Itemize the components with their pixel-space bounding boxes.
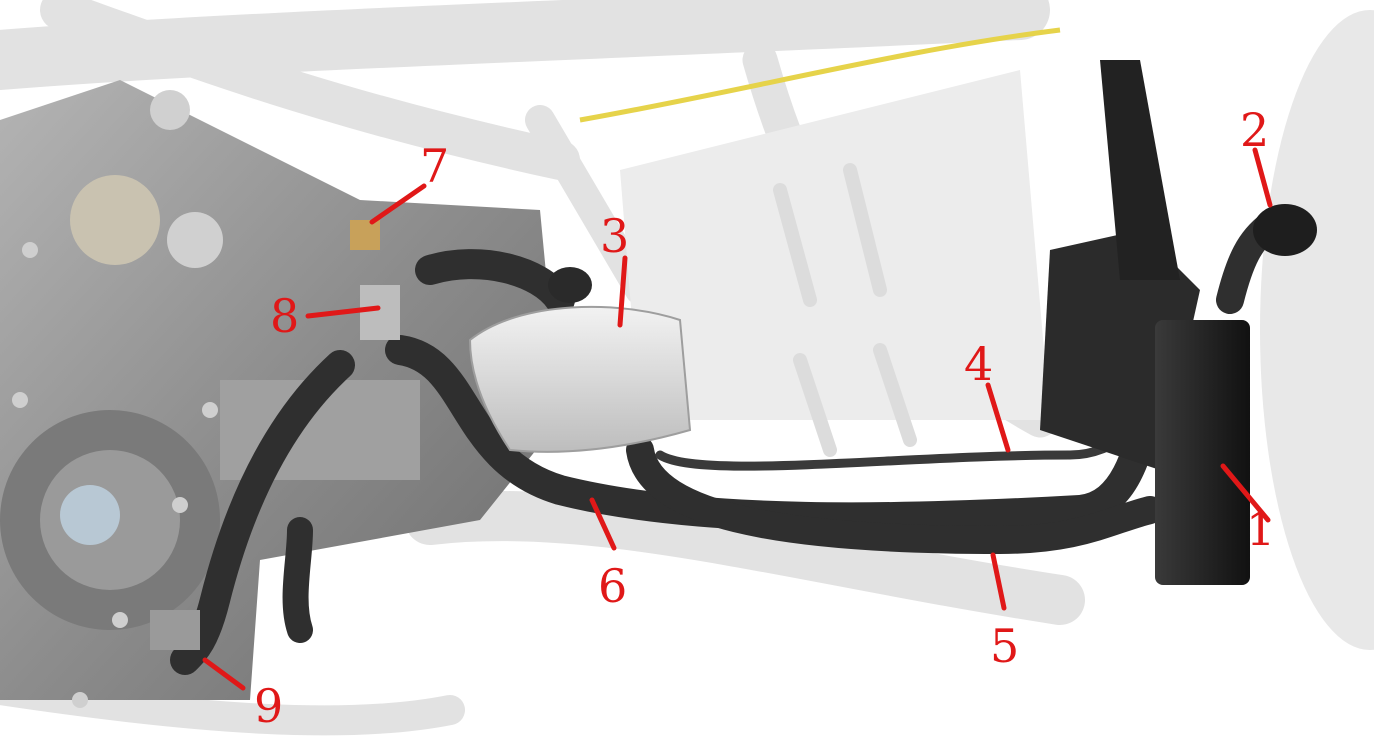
- engine-block: [0, 80, 560, 708]
- callout-2: 2: [1240, 103, 1269, 157]
- water-pump-inlet-body: [150, 610, 200, 650]
- temperature-sensor-body: [350, 220, 380, 250]
- expansion-tank-body: [468, 305, 692, 453]
- callout-6: 6: [598, 559, 627, 613]
- wiring-harness: [579, 27, 1061, 123]
- callout-1: 1: [1246, 502, 1275, 556]
- callout-3: 3: [600, 209, 629, 263]
- hose-lines: [170, 211, 1284, 675]
- radiator-cap-body: [1253, 204, 1317, 256]
- front-wheel-ghost: [1260, 10, 1374, 650]
- callout-4: 4: [964, 337, 993, 391]
- callout-8: 8: [270, 289, 299, 343]
- expansion-tank-cap: [548, 267, 592, 303]
- callout-5: 5: [990, 619, 1019, 673]
- radiator-body: [1040, 60, 1250, 585]
- thermostat-housing-body: [360, 285, 400, 340]
- callout-7: 7: [420, 139, 449, 193]
- callout-leaders: [202, 147, 1273, 691]
- callout-9: 9: [254, 679, 283, 733]
- side-panel-ghost: [620, 70, 1050, 420]
